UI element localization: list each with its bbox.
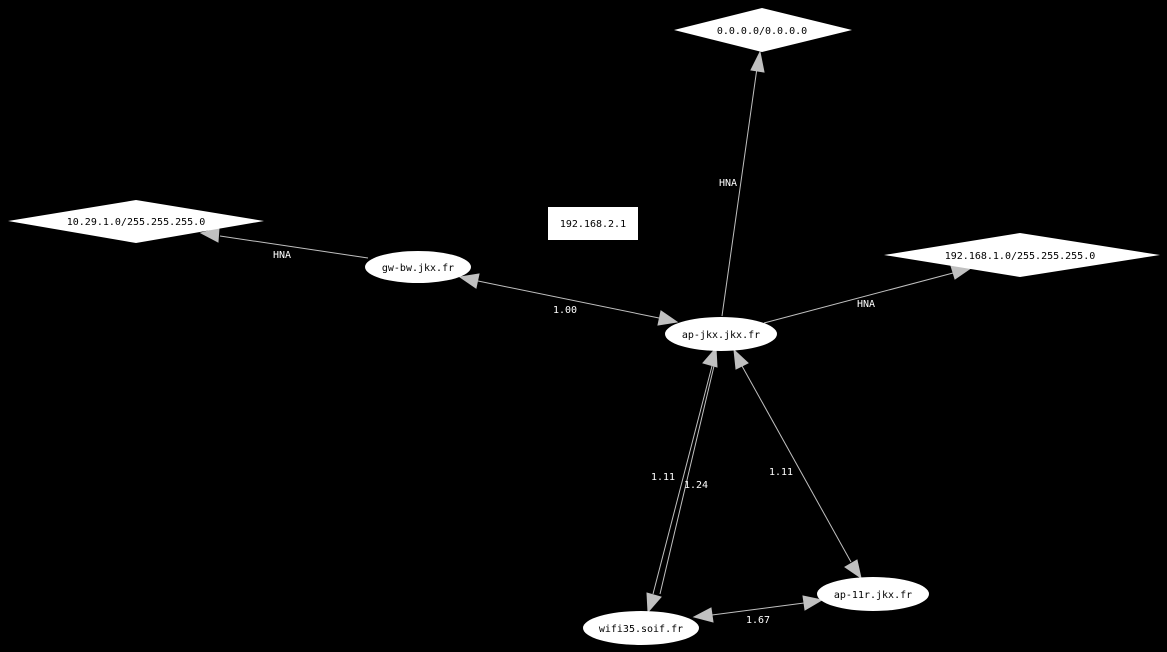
box-shape — [548, 207, 638, 240]
edge-gw-bw-to-net-10 — [199, 227, 369, 259]
edge-label-wifi-ap-a: 1.11 — [651, 472, 675, 483]
host-label: ap-jkx.jkx.fr — [682, 330, 760, 341]
gateway-box[interactable]: 192.168.2.1 — [548, 207, 638, 240]
edge-label-ap-11r: 1.11 — [769, 467, 793, 478]
edge-gw-bw-ap-jkx — [458, 273, 679, 326]
edge-labels: HNA HNA HNA 1.00 1.11 1.24 1.11 1.67 — [273, 178, 875, 626]
edge-wifi35-ap-jkx-a — [646, 346, 718, 614]
edge-wifi35-ap-jkx-b — [659, 365, 715, 595]
arrowhead — [458, 273, 480, 289]
edge-wifi35-ap-11r — [692, 595, 824, 623]
host-label: gw-bw.jkx.fr — [382, 263, 454, 274]
edge-ap-jkx-to-default-route — [721, 50, 765, 317]
arrowhead — [657, 310, 679, 326]
edge-label-hna-default: HNA — [719, 178, 737, 189]
ellipse-shape — [365, 251, 471, 283]
arrowhead — [802, 595, 824, 611]
network-node-default-route[interactable]: 0.0.0.0/0.0.0.0 — [674, 8, 852, 52]
host-node-wifi35[interactable]: wifi35.soif.fr — [583, 611, 699, 645]
arrowhead — [199, 227, 220, 243]
host-node-ap-jkx[interactable]: ap-jkx.jkx.fr — [665, 317, 777, 351]
arrowhead — [733, 348, 749, 370]
edge-label-hna-net-192: HNA — [857, 299, 875, 310]
arrowhead — [702, 346, 718, 368]
network-node-net-192[interactable]: 192.168.1.0/255.255.255.0 — [884, 233, 1160, 277]
host-label: wifi35.soif.fr — [599, 624, 683, 635]
network-label: 0.0.0.0/0.0.0.0 — [717, 26, 807, 37]
edge-ap-jkx-ap-11r — [733, 348, 862, 580]
ellipse-shape — [817, 577, 929, 611]
arrowhead — [750, 50, 765, 73]
network-label: 192.168.1.0/255.255.255.0 — [945, 251, 1096, 262]
host-nodes: gw-bw.jkx.fr ap-jkx.jkx.fr wifi35.soif.f… — [365, 251, 929, 645]
arrowhead — [646, 592, 662, 614]
host-node-gw-bw[interactable]: gw-bw.jkx.fr — [365, 251, 471, 283]
network-node-net-10[interactable]: 10.29.1.0/255.255.255.0 — [8, 200, 264, 243]
edge-label-hna-net-10: HNA — [273, 250, 291, 261]
edge-label-gw-ap: 1.00 — [553, 305, 577, 316]
edge-ap-jkx-to-net-192 — [763, 265, 973, 324]
diamond-shape — [674, 8, 852, 52]
ellipse-shape — [583, 611, 699, 645]
network-label: 10.29.1.0/255.255.255.0 — [67, 217, 205, 228]
host-label: ap-11r.jkx.fr — [834, 590, 912, 601]
diamond-shape — [8, 200, 264, 243]
host-node-ap-11r[interactable]: ap-11r.jkx.fr — [817, 577, 929, 611]
edges — [199, 50, 973, 623]
edge-label-wifi-11r: 1.67 — [746, 615, 770, 626]
network-nodes: 0.0.0.0/0.0.0.0 10.29.1.0/255.255.255.0 … — [8, 8, 1160, 277]
ellipse-shape — [665, 317, 777, 351]
edge-label-wifi-ap-b: 1.24 — [684, 480, 708, 491]
diamond-shape — [884, 233, 1160, 277]
arrowhead — [692, 607, 714, 623]
gateway-label: 192.168.2.1 — [560, 219, 626, 230]
arrowhead — [844, 559, 862, 580]
